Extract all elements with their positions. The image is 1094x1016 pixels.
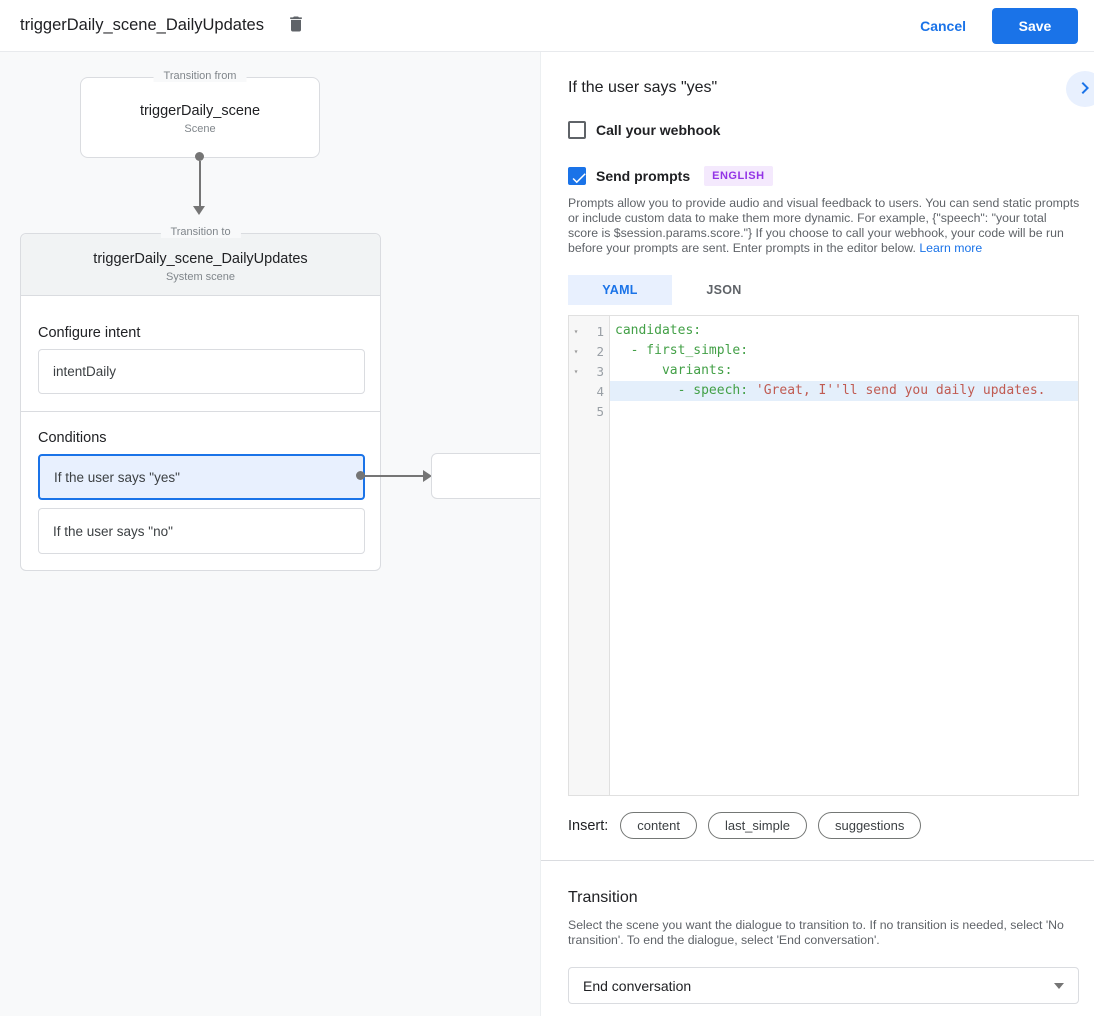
panel-title: If the user says "yes" (568, 79, 718, 96)
connector-line (364, 475, 424, 477)
header-actions: Cancel Save (920, 7, 1078, 44)
send-prompts-checkbox[interactable] (568, 167, 586, 185)
line-number: 1 (596, 323, 604, 339)
transition-from-node[interactable]: Transition from triggerDaily_scene Scene (80, 70, 320, 158)
fold-arrow-icon[interactable]: ▾ (573, 326, 579, 336)
collapse-panel-button[interactable] (1066, 71, 1094, 107)
intent-value: intentDaily (53, 364, 117, 379)
cancel-button[interactable]: Cancel (920, 17, 966, 34)
webhook-row: Call your webhook (568, 121, 1078, 139)
transition-to-node[interactable]: Transition to triggerDaily_scene_DailyUp… (20, 226, 381, 571)
code-line[interactable]: - first_simple: (615, 343, 749, 358)
editor-format-tabs: YAML JSON (568, 275, 1078, 305)
page-title: triggerDaily_scene_DailyUpdates (20, 16, 264, 34)
transition-to-legend: Transition to (160, 226, 241, 238)
call-webhook-label: Call your webhook (596, 122, 721, 138)
divider (21, 411, 380, 412)
transition-from-legend: Transition from (153, 70, 247, 82)
insert-chip-content[interactable]: content (620, 812, 697, 839)
condition-target-node[interactable] (431, 453, 540, 499)
arrowhead-right-icon (423, 470, 432, 482)
language-badge: ENGLISH (704, 166, 773, 186)
transition-select[interactable]: End conversation (568, 967, 1079, 1004)
connector-line (199, 161, 201, 206)
line-number: 2 (596, 343, 604, 359)
divider (541, 860, 1094, 861)
dropdown-caret-icon (1054, 982, 1064, 989)
fold-arrow-icon[interactable]: ▾ (573, 346, 579, 356)
insert-chip-suggestions[interactable]: suggestions (817, 812, 922, 839)
call-webhook-checkbox[interactable] (568, 121, 586, 139)
from-scene-title: triggerDaily_scene (139, 103, 261, 119)
code-line[interactable]: candidates: (615, 323, 702, 338)
scene-header: triggerDaily_scene_DailyUpdates System s… (21, 234, 380, 296)
learn-more-link[interactable]: Learn more (919, 241, 983, 255)
connector-dot (195, 152, 204, 161)
arrowhead-down-icon (193, 206, 205, 215)
delete-scene-button[interactable] (282, 12, 310, 40)
configure-intent-heading: Configure intent (38, 325, 141, 341)
condition-item-yes[interactable]: If the user says "yes" (38, 454, 365, 500)
chevron-right-icon (1073, 76, 1094, 103)
connector-dot (356, 471, 365, 480)
gutter-row: 5 (569, 401, 609, 421)
gutter-row: 4 (569, 381, 609, 401)
line-number: 4 (596, 383, 604, 399)
tab-json[interactable]: JSON (706, 283, 742, 297)
line-number: 3 (596, 363, 604, 379)
to-scene-title: triggerDaily_scene_DailyUpdates (93, 251, 308, 267)
gutter-row: ▾2 (569, 341, 609, 361)
transition-description: Select the scene you want the dialogue t… (568, 918, 1064, 947)
code-line[interactable]: variants: (615, 363, 733, 378)
conditions-heading: Conditions (38, 430, 107, 446)
prompts-description-text: Prompts allow you to provide audio and v… (568, 196, 1080, 255)
insert-chips: content last_simple suggestions (620, 812, 932, 839)
flow-canvas: Transition from triggerDaily_scene Scene… (0, 52, 541, 1016)
code-line[interactable]: - speech: 'Great, I''ll send you daily u… (610, 381, 1078, 401)
line-number: 5 (596, 403, 604, 419)
editor-code-area[interactable]: candidates: - first_simple: variants: - … (610, 316, 1078, 795)
gutter-row: ▾1 (569, 321, 609, 341)
condition-item-no[interactable]: If the user says "no" (38, 508, 365, 554)
insert-label: Insert: (568, 817, 609, 834)
save-button[interactable]: Save (992, 7, 1078, 44)
insert-chip-last_simple[interactable]: last_simple (707, 812, 807, 839)
to-scene-subtitle: System scene (165, 271, 236, 283)
insert-row: Insert: content last_simple suggestions (568, 812, 1078, 839)
fold-arrow-icon[interactable]: ▾ (573, 366, 579, 376)
condition-detail-panel: If the user says "yes" Call your webhook… (541, 52, 1094, 1016)
gutter-row: ▾3 (569, 361, 609, 381)
transition-select-value: End conversation (583, 977, 692, 994)
trash-icon (286, 14, 306, 37)
from-scene-subtitle: Scene (184, 123, 216, 135)
code-line[interactable] (610, 401, 1078, 421)
prompts-description: Prompts allow you to provide audio and v… (568, 196, 1080, 256)
transition-heading: Transition (568, 889, 638, 906)
intent-field[interactable]: intentDaily (38, 349, 365, 394)
send-prompts-label: Send prompts (596, 168, 691, 184)
tab-yaml[interactable]: YAML (568, 275, 672, 305)
header-bar: triggerDaily_scene_DailyUpdates Cancel S… (0, 0, 1094, 52)
prompts-row: Send prompts ENGLISH (568, 166, 1078, 186)
